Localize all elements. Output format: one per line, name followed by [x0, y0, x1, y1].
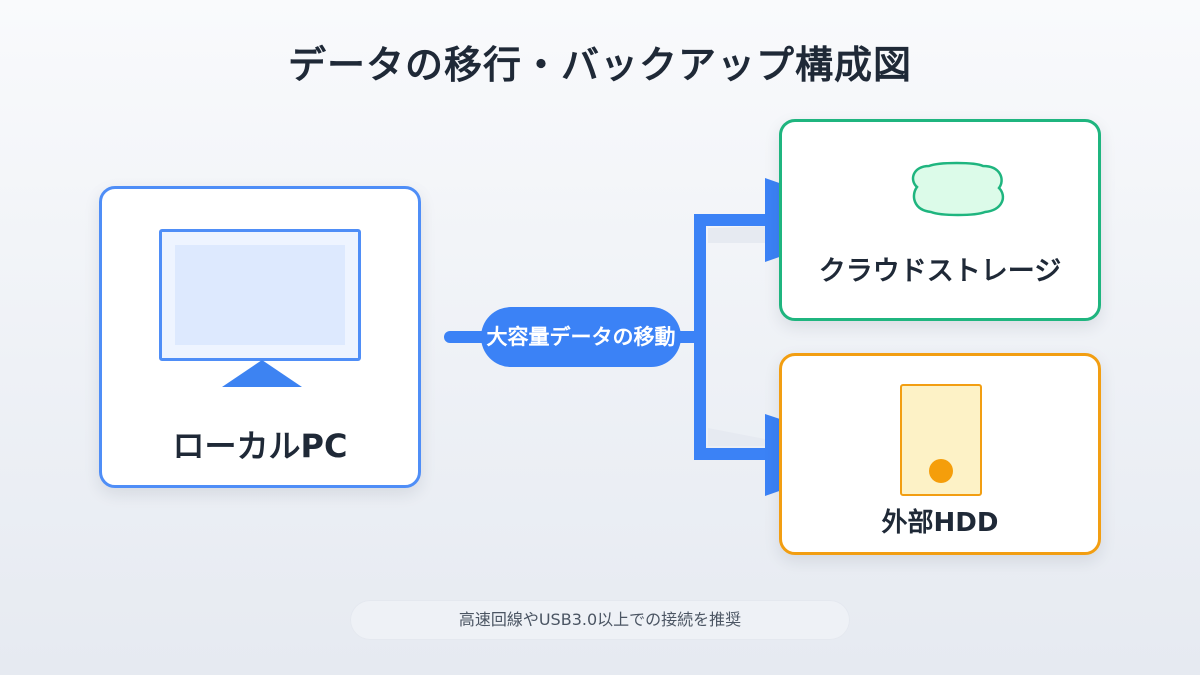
recommendation-note: 高速回線やUSB3.0以上での接続を推奨 — [350, 600, 850, 640]
hdd-indicator-light — [929, 459, 953, 483]
external-hdd-label: 外部HDD — [881, 508, 999, 538]
node-cloud-storage: クラウドストレージ — [779, 119, 1101, 321]
diagram-title: データの移行・バックアップ構成図 — [287, 43, 912, 87]
transfer-label: 大容量データの移動 — [481, 307, 681, 367]
branch-shade-top — [708, 226, 770, 243]
node-external-hdd: 外部HDD — [779, 353, 1101, 555]
node-local-pc: ローカルPC — [99, 186, 421, 488]
monitor-icon — [159, 229, 361, 361]
local-pc-label: ローカルPC — [172, 427, 348, 465]
cloud-storage-label: クラウドストレージ — [818, 256, 1062, 287]
cloud-icon — [911, 161, 1005, 217]
monitor-screen — [175, 245, 345, 345]
monitor-stand — [222, 360, 302, 387]
branch-shade-bottom — [708, 428, 770, 446]
hard-drive-icon — [900, 384, 982, 496]
